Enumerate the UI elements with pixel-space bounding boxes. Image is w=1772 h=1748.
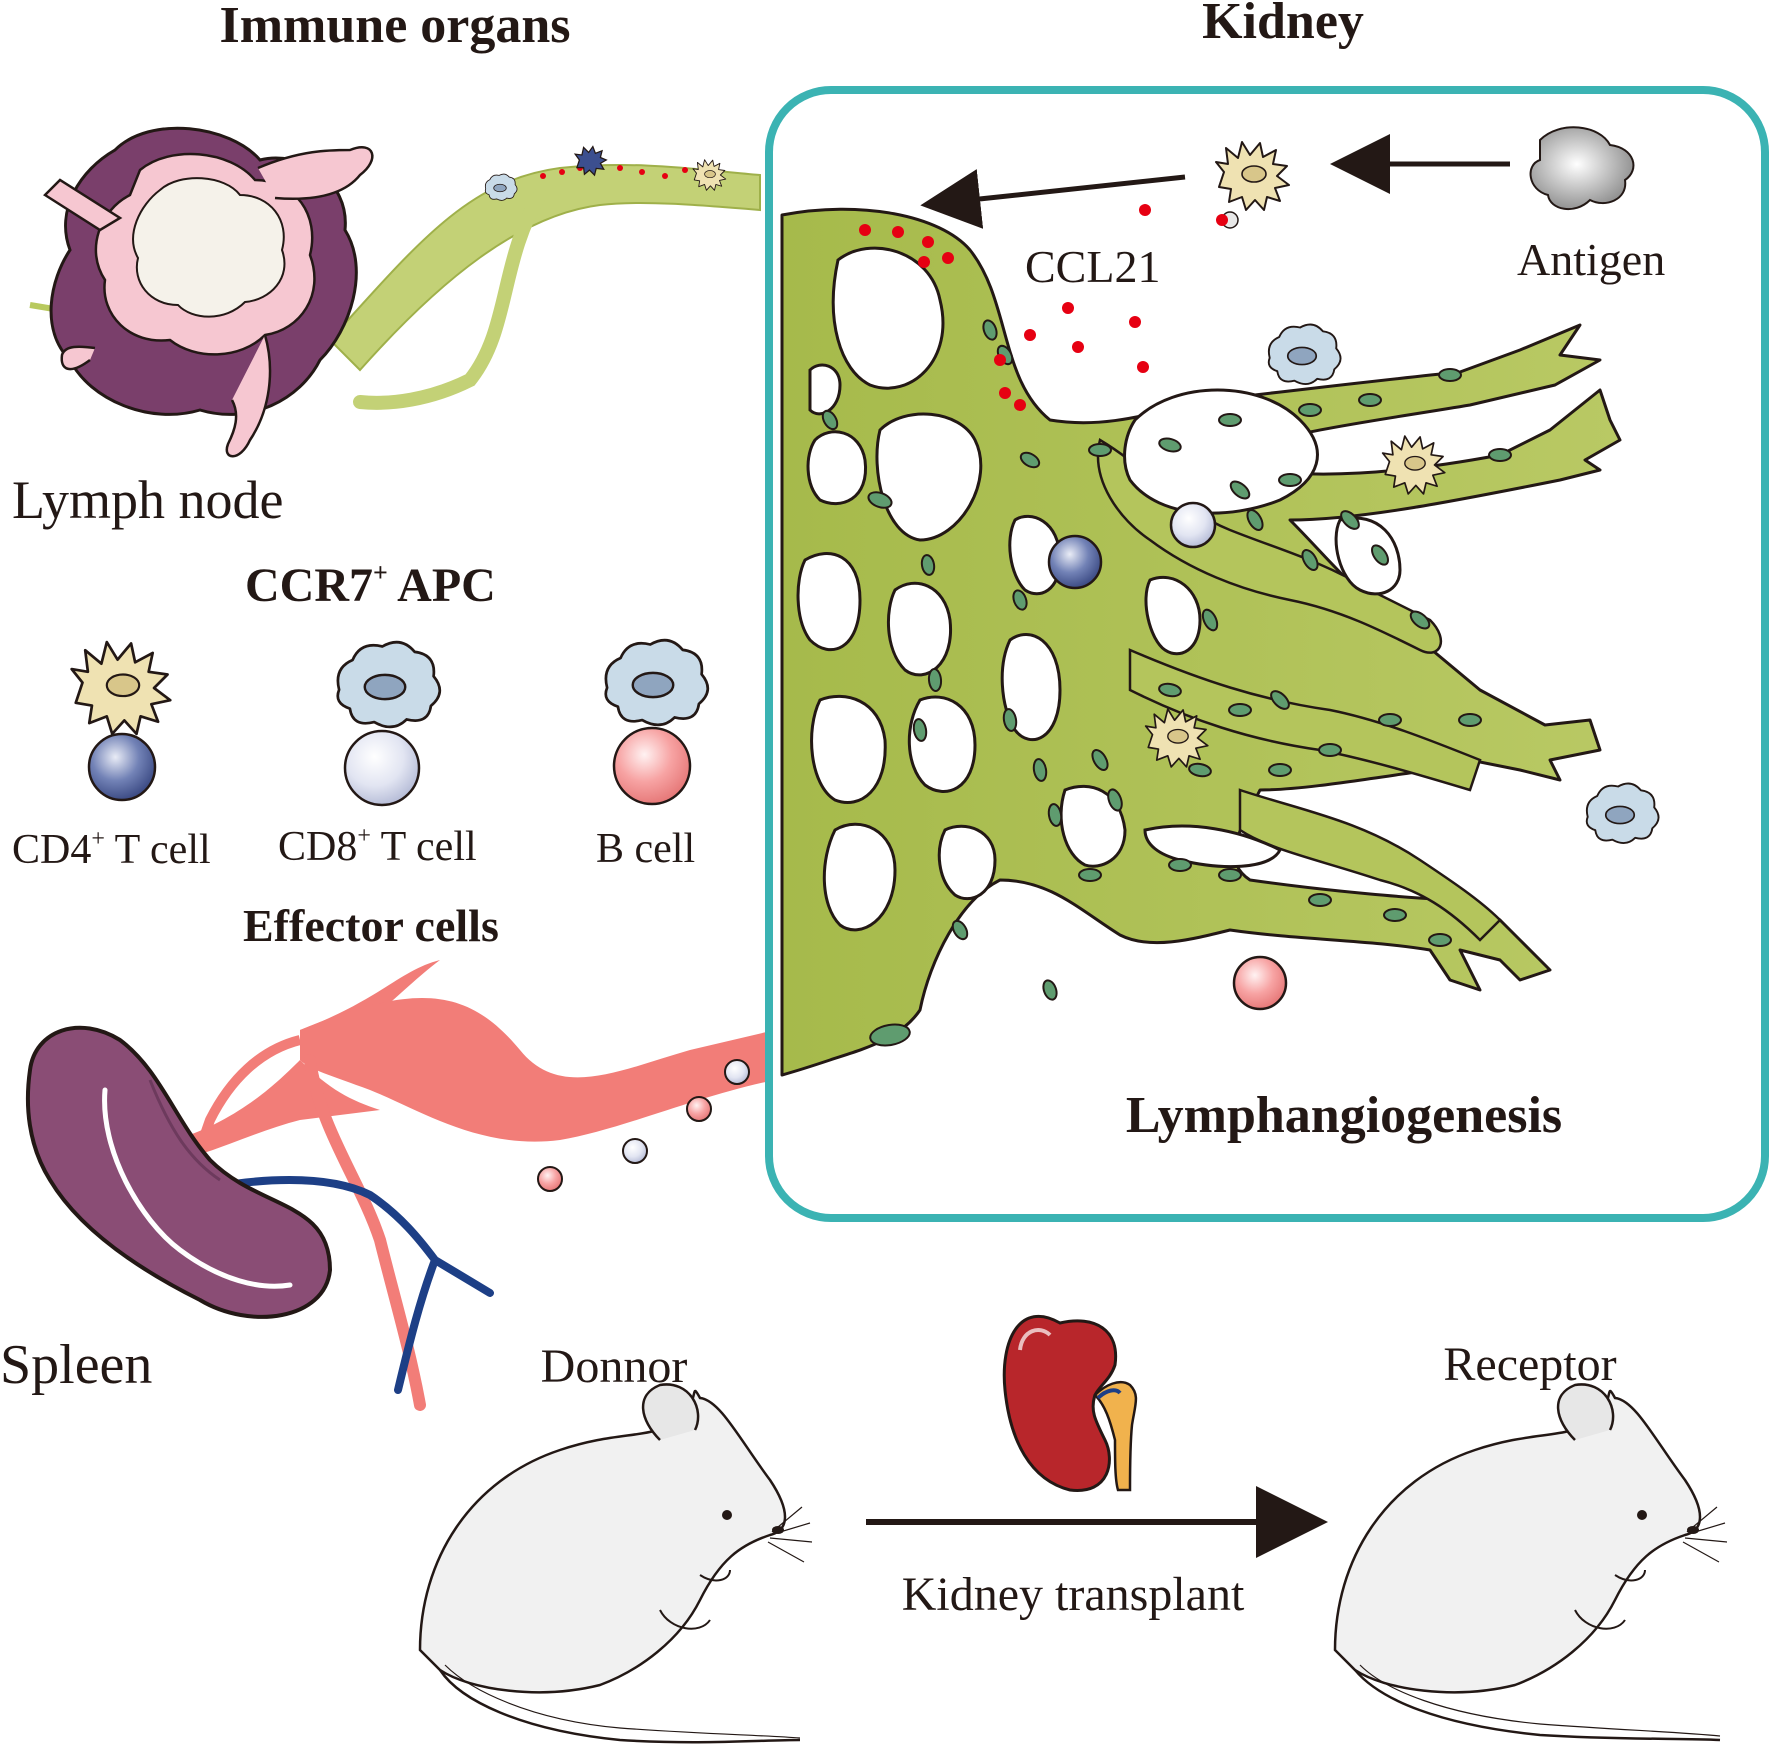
legend-b-macrophage	[604, 638, 710, 806]
kidney-transplant-label: Kidney transplant	[902, 1568, 1245, 1621]
afferent-lymphatic-vessel	[328, 145, 761, 410]
cd8-t-cell	[343, 729, 421, 807]
lymphatic-network	[780, 207, 1622, 1077]
cd4-t-cell	[87, 732, 157, 802]
ccr7-apc-heading: CCR7+ APC	[245, 558, 496, 612]
arrow-to-lymphatic	[920, 169, 1186, 229]
antigen-particle	[1529, 126, 1635, 210]
kidney-b-cell	[1232, 955, 1288, 1011]
spleen	[25, 1025, 333, 1319]
immune-organs-title: Immune organs	[219, 0, 570, 54]
kidney-cd4-t-cell	[1047, 534, 1103, 590]
duct-macrophage	[484, 173, 518, 201]
spleen-label: Spleen	[0, 1334, 152, 1396]
legend-cd8-macrophage	[336, 640, 442, 807]
blood-vessels	[156, 960, 775, 1411]
ccl21-chemokine-dots	[1024, 204, 1228, 373]
transplant-kidney	[1002, 1315, 1138, 1492]
receptor-label: Receptor	[1443, 1338, 1616, 1391]
vessel-lymphocytes	[537, 1059, 750, 1192]
duct-ccl21-dots	[540, 165, 688, 179]
cd4-t-cell-label: CD4+ T cell	[12, 826, 211, 873]
lymphangiogenesis-label: Lymphangiogenesis	[1126, 1087, 1562, 1144]
kidney-cd8-t-cell	[1169, 501, 1217, 549]
lymph-node-label: Lymph node	[12, 470, 283, 530]
ccl21-label: CCL21	[1025, 241, 1160, 292]
lymph-node	[29, 126, 374, 458]
receptor-mouse	[1333, 1383, 1728, 1742]
antigen-label: Antigen	[1517, 234, 1665, 285]
cd8-t-cell-label: CD8+ T cell	[278, 823, 477, 870]
legend-cd4-dendritic-cell	[70, 640, 172, 802]
b-cell-label: B cell	[596, 826, 695, 872]
donor-mouse	[418, 1383, 813, 1744]
b-cell	[612, 726, 692, 806]
effector-cells-heading: Effector cells	[243, 900, 499, 951]
kidney-title: Kidney	[1202, 0, 1364, 50]
duct-cd4-apc	[573, 145, 608, 177]
